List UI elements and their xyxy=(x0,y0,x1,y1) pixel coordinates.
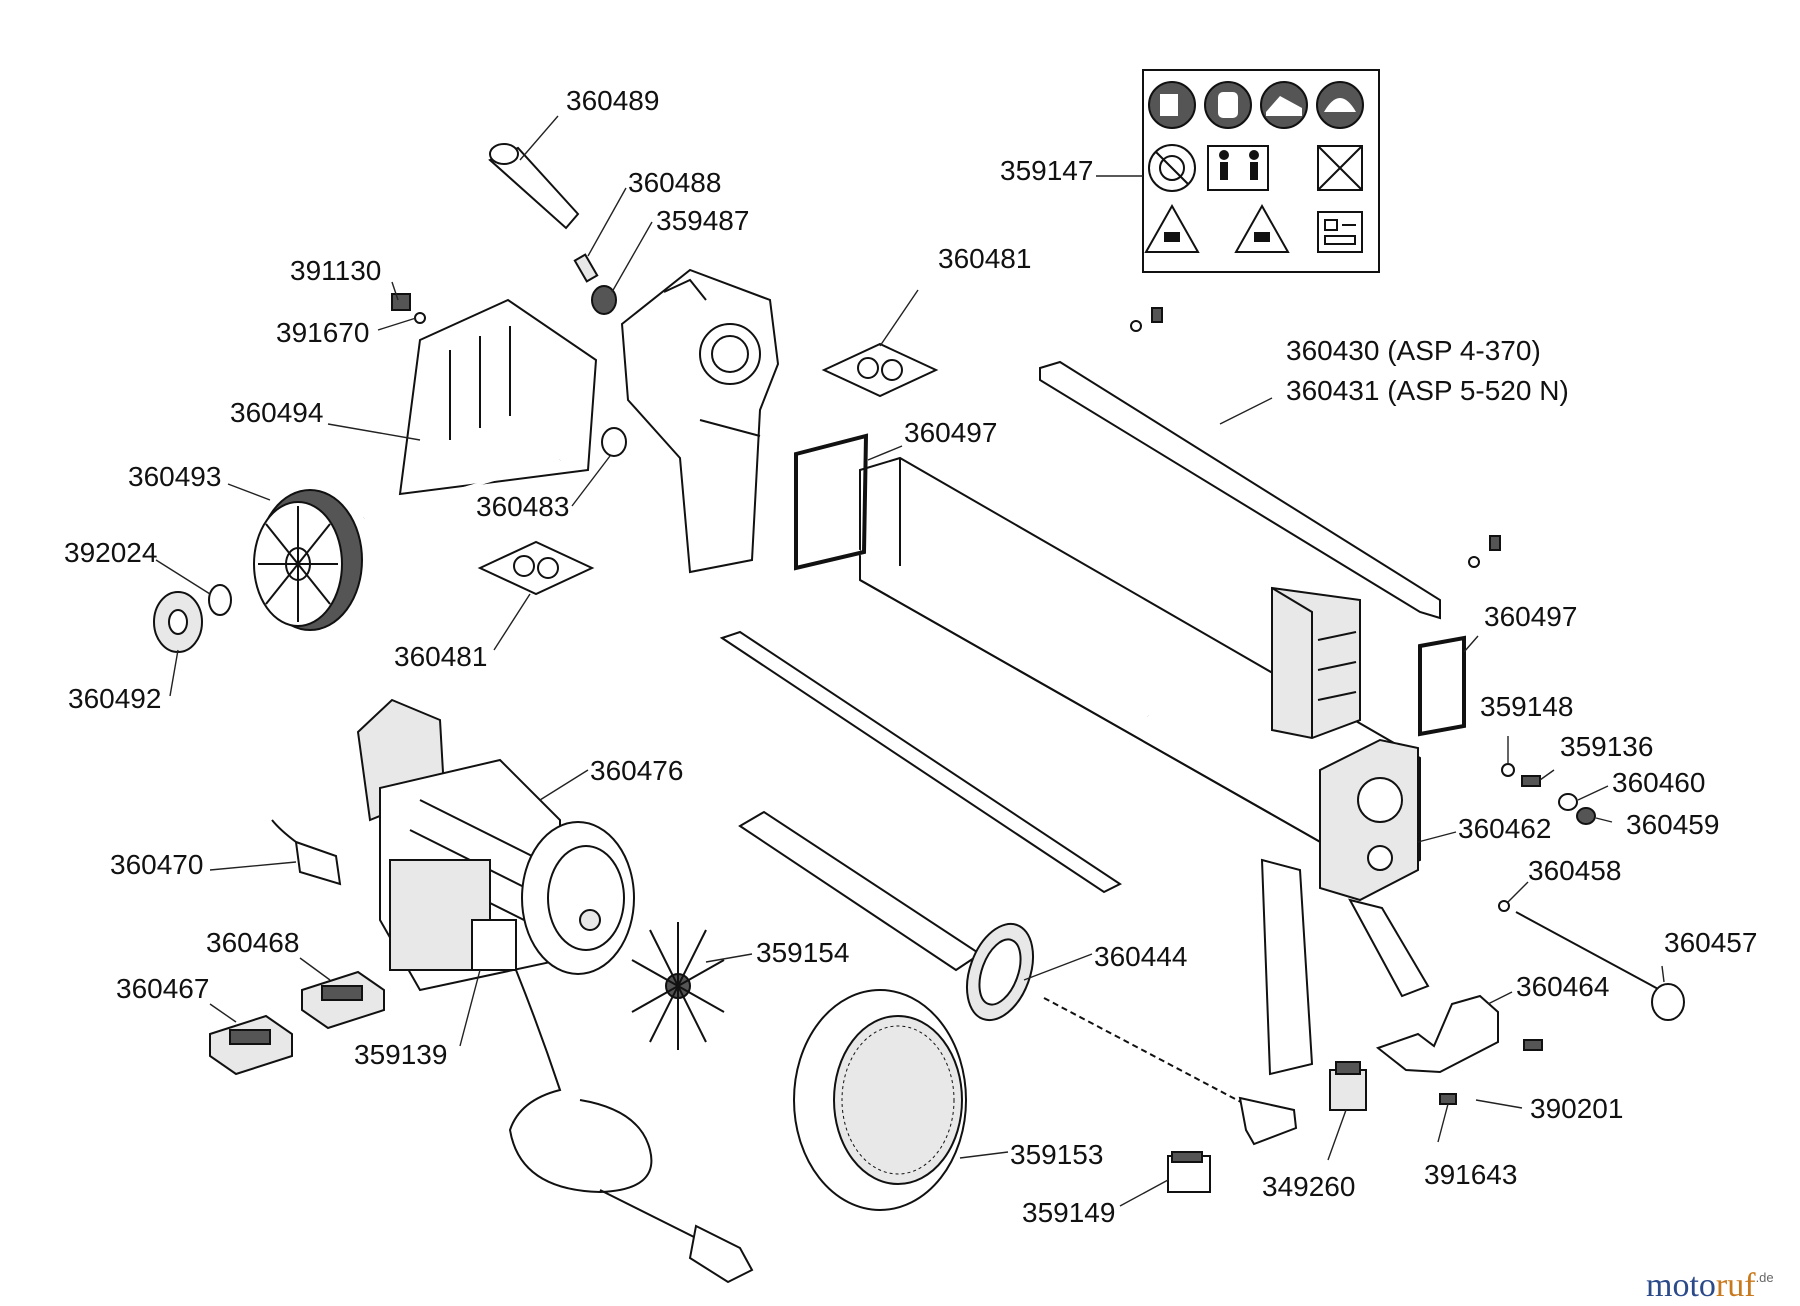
safety-decal-359147 xyxy=(1142,69,1380,273)
label-359153: 359153 xyxy=(1010,1139,1103,1170)
gasket-360497-right xyxy=(1418,635,1466,737)
handle-360489 xyxy=(488,143,580,230)
screw-390201-a xyxy=(1523,1039,1543,1051)
piston-seal-360444 xyxy=(966,922,1034,1022)
o-ring-360483 xyxy=(601,427,627,457)
boots-icon xyxy=(1260,81,1308,129)
label-360444: 360444 xyxy=(1094,941,1187,972)
label-360489: 360489 xyxy=(566,85,659,116)
label-360460: 360460 xyxy=(1612,767,1705,798)
gloves-icon xyxy=(1204,81,1252,129)
label-360476: 360476 xyxy=(590,755,683,786)
label-360462: 360462 xyxy=(1458,813,1551,844)
lever-rod-360457 xyxy=(1515,911,1685,1021)
seal-kit-360481-top xyxy=(821,342,939,398)
label-360497-right: 360497 xyxy=(1484,601,1577,632)
hand-crush-warning-icon xyxy=(1144,203,1200,253)
label-360481-bottom: 360481 xyxy=(394,641,487,672)
svg-text:motoruf.de: motoruf.de xyxy=(1646,1267,1774,1304)
label-360494: 360494 xyxy=(230,397,323,428)
washer-359148 xyxy=(1501,763,1515,777)
part-number-labels: 360489 360488 359487 391130 391670 36049… xyxy=(64,85,1757,1228)
wheel-360493 xyxy=(253,489,363,631)
label-359487: 359487 xyxy=(656,205,749,236)
leader-lines xyxy=(155,115,1665,1207)
capacitor-360470 xyxy=(271,819,342,886)
label-360481-top: 360481 xyxy=(938,243,1031,274)
label-360457: 360457 xyxy=(1664,927,1757,958)
label-359147: 359147 xyxy=(1000,155,1093,186)
retaining-ring-392024 xyxy=(208,584,232,616)
crush-warning-icon xyxy=(1234,203,1290,253)
label-359149: 359149 xyxy=(1022,1197,1115,1228)
washer-360460 xyxy=(1558,793,1578,811)
watermark-logo: motoruf.de xyxy=(1646,1267,1774,1304)
gasket-360497-left xyxy=(794,433,869,571)
piston-rod-spring xyxy=(1043,997,1298,1146)
label-360459: 360459 xyxy=(1626,809,1719,840)
label-349260: 349260 xyxy=(1262,1171,1355,1202)
label-391643: 391643 xyxy=(1424,1159,1517,1190)
label-359139: 359139 xyxy=(354,1039,447,1070)
manual-icon xyxy=(1148,81,1196,129)
screw-top-cover-front xyxy=(1130,307,1163,332)
switch-cover-359149 xyxy=(1167,1151,1211,1193)
fan-cover-359153 xyxy=(793,989,967,1211)
label-391130: 391130 xyxy=(290,255,381,286)
no-rotation-icon xyxy=(1148,144,1196,192)
screw-top-cover-rear xyxy=(1468,535,1501,568)
switch-349260 xyxy=(1329,1061,1367,1111)
label-360431: 360431 (ASP 5-520 N) xyxy=(1286,375,1569,406)
top-cover-360430 xyxy=(1039,360,1441,620)
washer-391670 xyxy=(414,312,426,324)
hub-cap-360492 xyxy=(153,591,203,653)
label-359148: 359148 xyxy=(1480,691,1573,722)
screw-391643 xyxy=(1439,1093,1457,1105)
label-359154: 359154 xyxy=(756,937,849,968)
label-360468: 360468 xyxy=(206,927,299,958)
seal-kit-360481-bottom xyxy=(477,540,595,596)
no-wet-icon xyxy=(1317,145,1363,191)
watermark-brand-b: ruf xyxy=(1716,1267,1756,1304)
splitter-frame-360462 xyxy=(689,360,1441,1076)
label-360492: 360492 xyxy=(68,683,161,714)
label-360488: 360488 xyxy=(628,167,721,198)
label-360458: 360458 xyxy=(1528,855,1621,886)
persons-distance-icon xyxy=(1207,145,1269,191)
control-icon xyxy=(1317,211,1363,253)
handle-360464 xyxy=(1375,994,1499,1074)
bolt-359136 xyxy=(1521,775,1541,787)
label-360497-left: 360497 xyxy=(904,417,997,448)
ball-360458 xyxy=(1498,900,1510,912)
label-391670: 391670 xyxy=(276,317,369,348)
nut-360459 xyxy=(1576,807,1596,825)
power-cable-359139 xyxy=(508,969,754,1284)
label-390201: 390201 xyxy=(1530,1093,1623,1124)
guide-rail xyxy=(719,630,1122,894)
label-360467: 360467 xyxy=(116,973,209,1004)
motor-360476 xyxy=(356,698,635,992)
screw-360488 xyxy=(573,253,599,283)
watermark-tld: .de xyxy=(1756,1270,1774,1285)
label-360470: 360470 xyxy=(110,849,203,880)
fan-359154 xyxy=(631,922,725,1050)
grease-nipple-391130 xyxy=(391,293,411,311)
label-360493: 360493 xyxy=(128,461,221,492)
label-360430: 360430 (ASP 4-370) xyxy=(1286,335,1541,366)
label-392024: 392024 xyxy=(64,537,157,568)
label-359136: 359136 xyxy=(1560,731,1653,762)
label-360464: 360464 xyxy=(1516,971,1609,1002)
helmet-icon xyxy=(1316,81,1364,129)
switch-360467 xyxy=(209,1014,293,1076)
watermark-brand-a: moto xyxy=(1646,1267,1716,1304)
switch-360468 xyxy=(301,970,385,1030)
label-360483: 360483 xyxy=(476,491,569,522)
wheel-bracket-360494 xyxy=(363,298,598,520)
front-casting xyxy=(620,268,780,574)
clip-359487 xyxy=(591,285,617,315)
